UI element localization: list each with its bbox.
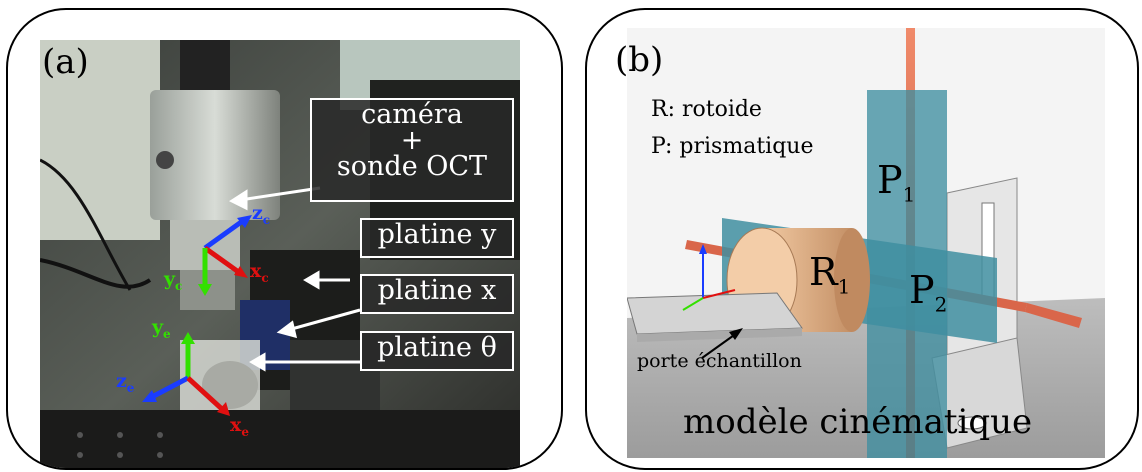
oct-probe-label: sonde OCT [336, 151, 488, 182]
axis-label-yc: yc [164, 268, 183, 293]
stage-theta-callout: platine θ [360, 331, 514, 371]
camera-label: caméra [361, 99, 463, 130]
axis-label-xe: xe [230, 414, 249, 439]
plus-label: + [400, 125, 424, 156]
axis-label-ye: ye [152, 316, 171, 341]
joint-label-p2: P2 [909, 268, 948, 317]
axis-label-xc: xc [250, 260, 269, 285]
legend-prismatique: P: prismatique [651, 134, 814, 159]
kinematic-render [627, 28, 1105, 458]
panel-b: (b) R: rotoide P: prismatique P1 R1 P2 p… [585, 8, 1139, 470]
sample-holder-label: porte échantillon [637, 350, 802, 372]
camera-oct-callout: caméra + sonde OCT [310, 98, 514, 202]
stage-x-callout: platine x [360, 274, 514, 314]
panel-a-label: (a) [42, 42, 89, 82]
stage-y-callout: platine y [360, 218, 514, 258]
panel-a: (a) caméra + sonde OCT platine y platine… [6, 8, 563, 470]
axis-label-ze: ze [116, 370, 135, 395]
kinematic-model-caption: modèle cinématique [683, 402, 1033, 442]
joint-label-p1: P1 [877, 158, 916, 207]
panel-b-label: (b) [615, 40, 664, 80]
joint-label-r1: R1 [809, 250, 851, 299]
legend-rotoide: R: rotoide [651, 97, 762, 122]
axis-label-zc: zc [252, 202, 271, 227]
